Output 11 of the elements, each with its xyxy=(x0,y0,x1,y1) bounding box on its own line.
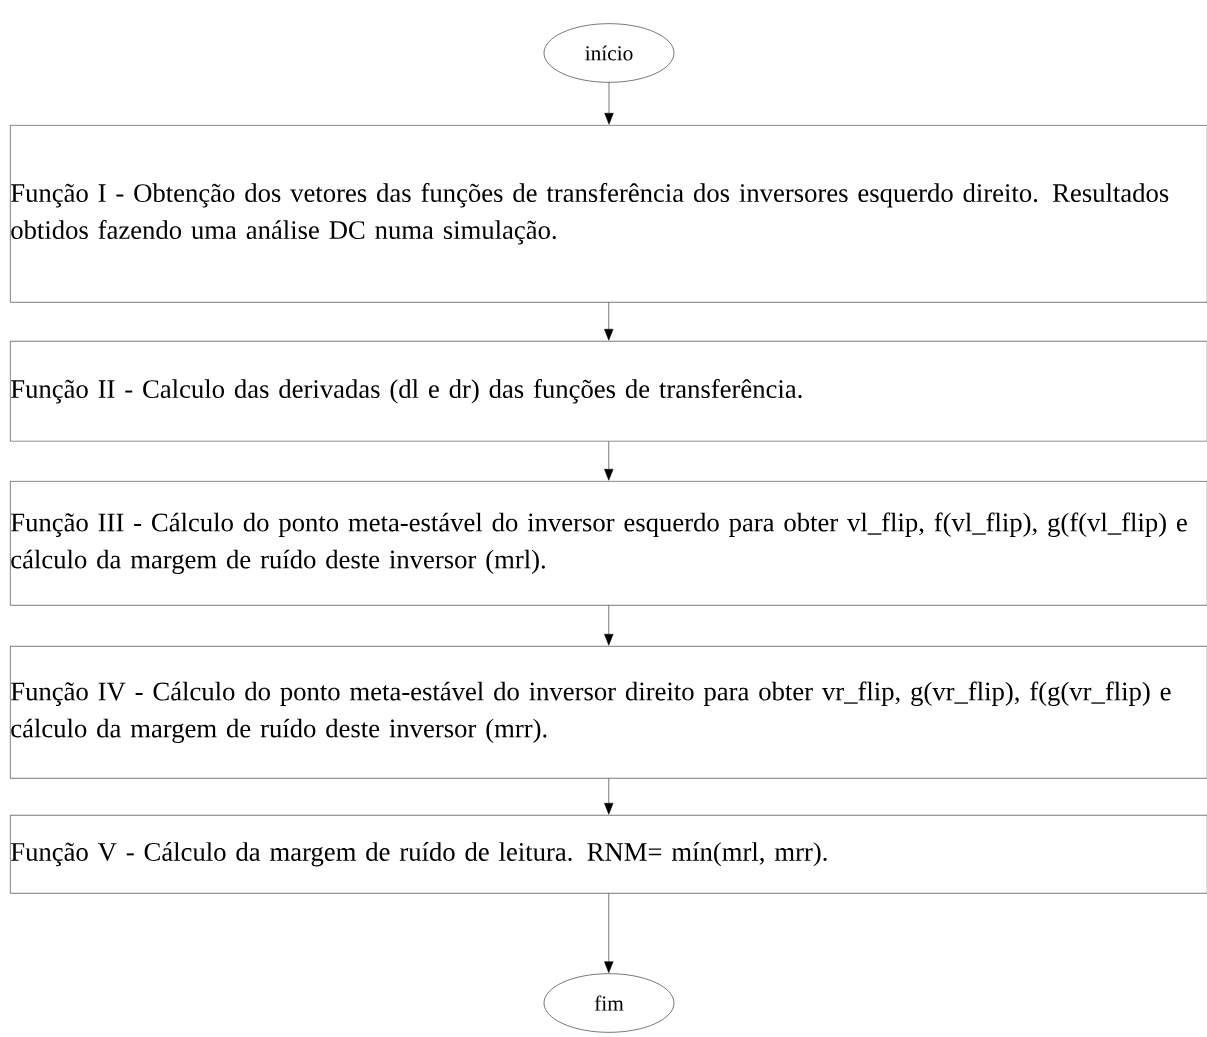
process-box: Função II - Calculo das derivadas (dl e dr) das funções de transferência. xyxy=(10,341,1207,442)
arrow xyxy=(604,82,614,125)
arrow xyxy=(604,302,614,341)
process-box: Função V - Cálculo da margem de ruído de leitura. RNM= mín(mrl, mrr). xyxy=(10,815,1207,894)
process-box: Função I - Obtenção dos vetores das funções de transferência dos inversores esquerdo direito. Resultados obtidos fazendo uma análise DC numa simulação. xyxy=(10,125,1207,303)
arrow xyxy=(604,893,614,973)
process-box: Função IV - Cálculo do ponto meta-estável do inversor direito para obter vr_flip, g(vr_flip), f(g(vr_flip) e cálculo da margem de ruído deste inversor (mrr). xyxy=(10,646,1207,779)
process-box: Função III - Cálculo do ponto meta-estável do inversor esquerdo para obter vl_flip, f(vl_flip), g(f(vl_flip) e cálculo da margem de ruído deste inversor (mrl). xyxy=(10,481,1207,606)
arrow xyxy=(604,441,614,481)
arrow xyxy=(604,778,614,815)
arrow xyxy=(604,605,614,646)
